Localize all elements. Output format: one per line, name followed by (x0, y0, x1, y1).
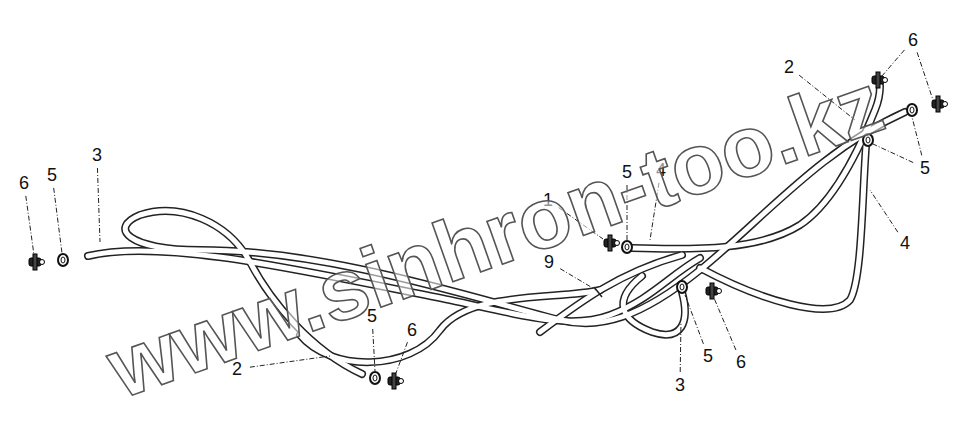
callout-number: 2 (784, 58, 794, 76)
hose-clamp (58, 254, 68, 266)
joint-mark (594, 287, 602, 297)
leader-line (680, 322, 682, 372)
leader-line (714, 298, 736, 350)
callout-number: 6 (19, 174, 29, 192)
leader-line (97, 168, 100, 242)
leader-line (685, 295, 703, 344)
hose-clamp (677, 281, 687, 293)
callout-number: 5 (47, 166, 57, 184)
hose-clamp (622, 241, 632, 253)
leader-line (917, 52, 933, 100)
hose-clamp (907, 104, 917, 116)
leader-line (560, 269, 596, 290)
callout-number: 5 (703, 347, 713, 365)
callout-number: 4 (900, 234, 910, 252)
hose-connector (932, 96, 948, 112)
callout-number: 6 (407, 321, 417, 339)
leader-line (373, 329, 375, 371)
callout-number: 3 (92, 146, 102, 164)
leader-line (54, 188, 62, 253)
hose-clamp (370, 372, 380, 384)
leader-line (870, 190, 898, 232)
callout-number: 6 (736, 353, 746, 371)
leader-line (396, 342, 407, 373)
hose-connector (706, 283, 722, 299)
callout-number: 3 (675, 376, 685, 394)
hose-connector (388, 373, 404, 389)
leader-line (26, 196, 34, 255)
hose-connector (872, 72, 888, 88)
leader-line (912, 117, 922, 155)
hose-connector (29, 254, 45, 270)
callout-number: 6 (908, 31, 918, 49)
hose-bore (623, 276, 685, 335)
leader-line (882, 50, 905, 76)
callout-number: 5 (920, 159, 930, 177)
leader-line (873, 144, 913, 163)
watermark: www.sinhron-too.kz (97, 59, 893, 412)
